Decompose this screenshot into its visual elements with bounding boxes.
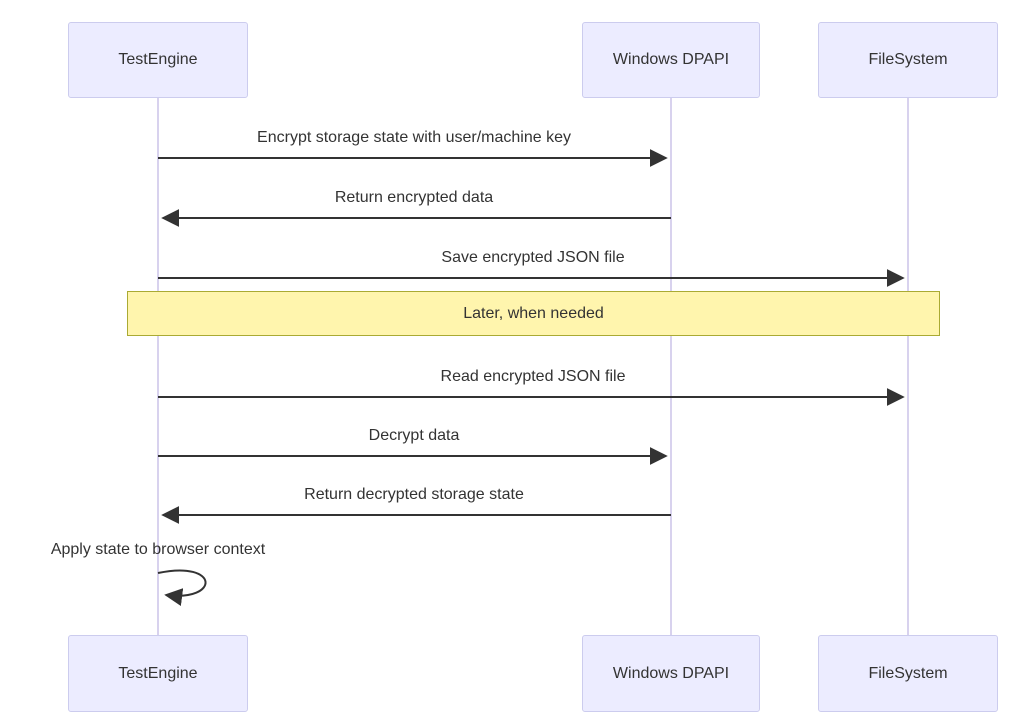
actor-bottom-windows-dpapi: Windows DPAPI [582,635,760,712]
message-label-return-decrypted: Return decrypted storage state [304,486,524,503]
actor-label: FileSystem [868,51,948,68]
note-label: Later, when needed [463,304,604,322]
actor-bottom-filesystem: FileSystem [818,635,998,712]
actor-label: TestEngine [118,664,198,682]
message-label-decrypt: Decrypt data [368,427,460,444]
actor-label: Windows DPAPI [612,664,730,682]
message-label-return-encrypted: Return encrypted data [334,189,494,206]
actor-bottom-testengine: TestEngine [68,635,248,712]
message-label-read-json: Read encrypted JSON file [440,368,626,385]
actor-top-testengine: TestEngine [68,22,248,98]
message-label-encrypt: Encrypt storage state with user/machine … [257,129,571,146]
actor-top-filesystem: FileSystem [818,22,998,98]
actor-label: TestEngine [118,51,198,68]
note-later-when-needed: Later, when needed [127,291,940,336]
message-label-save-json: Save encrypted JSON file [441,249,625,266]
actor-top-windows-dpapi: Windows DPAPI [582,22,760,98]
self-loop-arrow [157,569,207,606]
actor-label: FileSystem [868,664,948,682]
actor-label: Windows DPAPI [612,51,730,68]
message-label-apply-state: Apply state to browser context [50,541,266,558]
